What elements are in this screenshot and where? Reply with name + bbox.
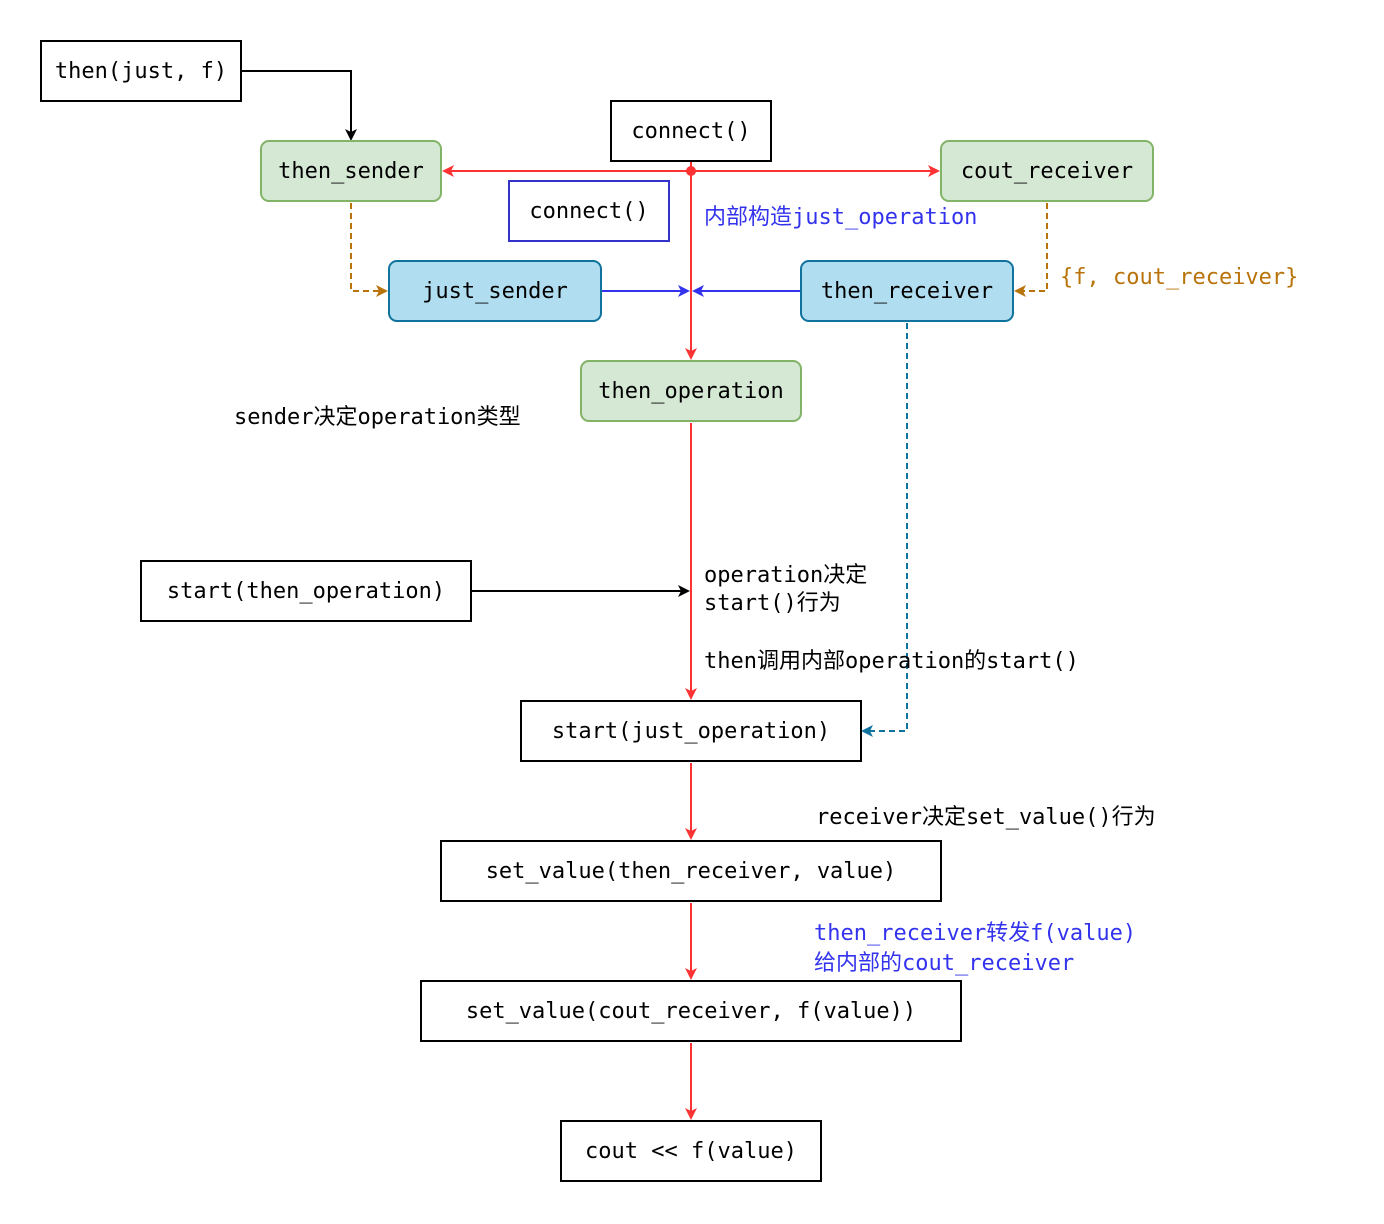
node-then-sender: then_sender (260, 140, 442, 202)
node-cout-output: cout << f(value) (560, 1120, 822, 1182)
label-operation-decides: operation决定 start()行为 (704, 562, 867, 618)
label-f-cout-receiver: {f, cout_receiver} (1060, 265, 1299, 290)
node-then-just-f: then(just, f) (40, 40, 242, 102)
edge-then-receiver-to-start-just (861, 323, 908, 737)
edge-then-to-then-sender (242, 70, 357, 141)
label-then-receiver-forwards: then_receiver转发f(value) 给内部的cout_receive… (814, 919, 1136, 979)
node-then-operation: then_operation (580, 360, 802, 422)
label-then-calls-start: then调用内部operation的start() (704, 649, 1079, 674)
label-operation-decides-line2: start()行为 (704, 591, 841, 616)
label-operation-decides-line1: operation决定 (704, 563, 868, 588)
edge-then-sender-to-just-sender (350, 203, 388, 297)
edge-cout-receiver-to-then-receiver (1014, 203, 1048, 297)
node-connect-inner: connect() (508, 180, 670, 242)
node-set-value-cout-receiver: set_value(cout_receiver, f(value)) (420, 980, 962, 1042)
node-set-value-then-receiver: set_value(then_receiver, value) (440, 840, 942, 902)
label-sender-decides: sender决定operation类型 (234, 405, 521, 430)
node-then-receiver: then_receiver (800, 260, 1014, 322)
node-cout-receiver: cout_receiver (940, 140, 1154, 202)
node-just-sender: just_sender (388, 260, 602, 322)
label-then-receiver-forwards-line2: 给内部的cout_receiver (814, 951, 1075, 976)
node-connect-top: connect() (610, 100, 772, 162)
label-receiver-decides: receiver决定set_value()行为 (816, 805, 1156, 830)
node-start-just-operation: start(just_operation) (520, 700, 862, 762)
label-then-receiver-forwards-line1: then_receiver转发f(value) (814, 921, 1137, 946)
node-start-then-operation: start(then_operation) (140, 560, 472, 622)
label-inner-construct: 内部构造just_operation (704, 205, 978, 230)
